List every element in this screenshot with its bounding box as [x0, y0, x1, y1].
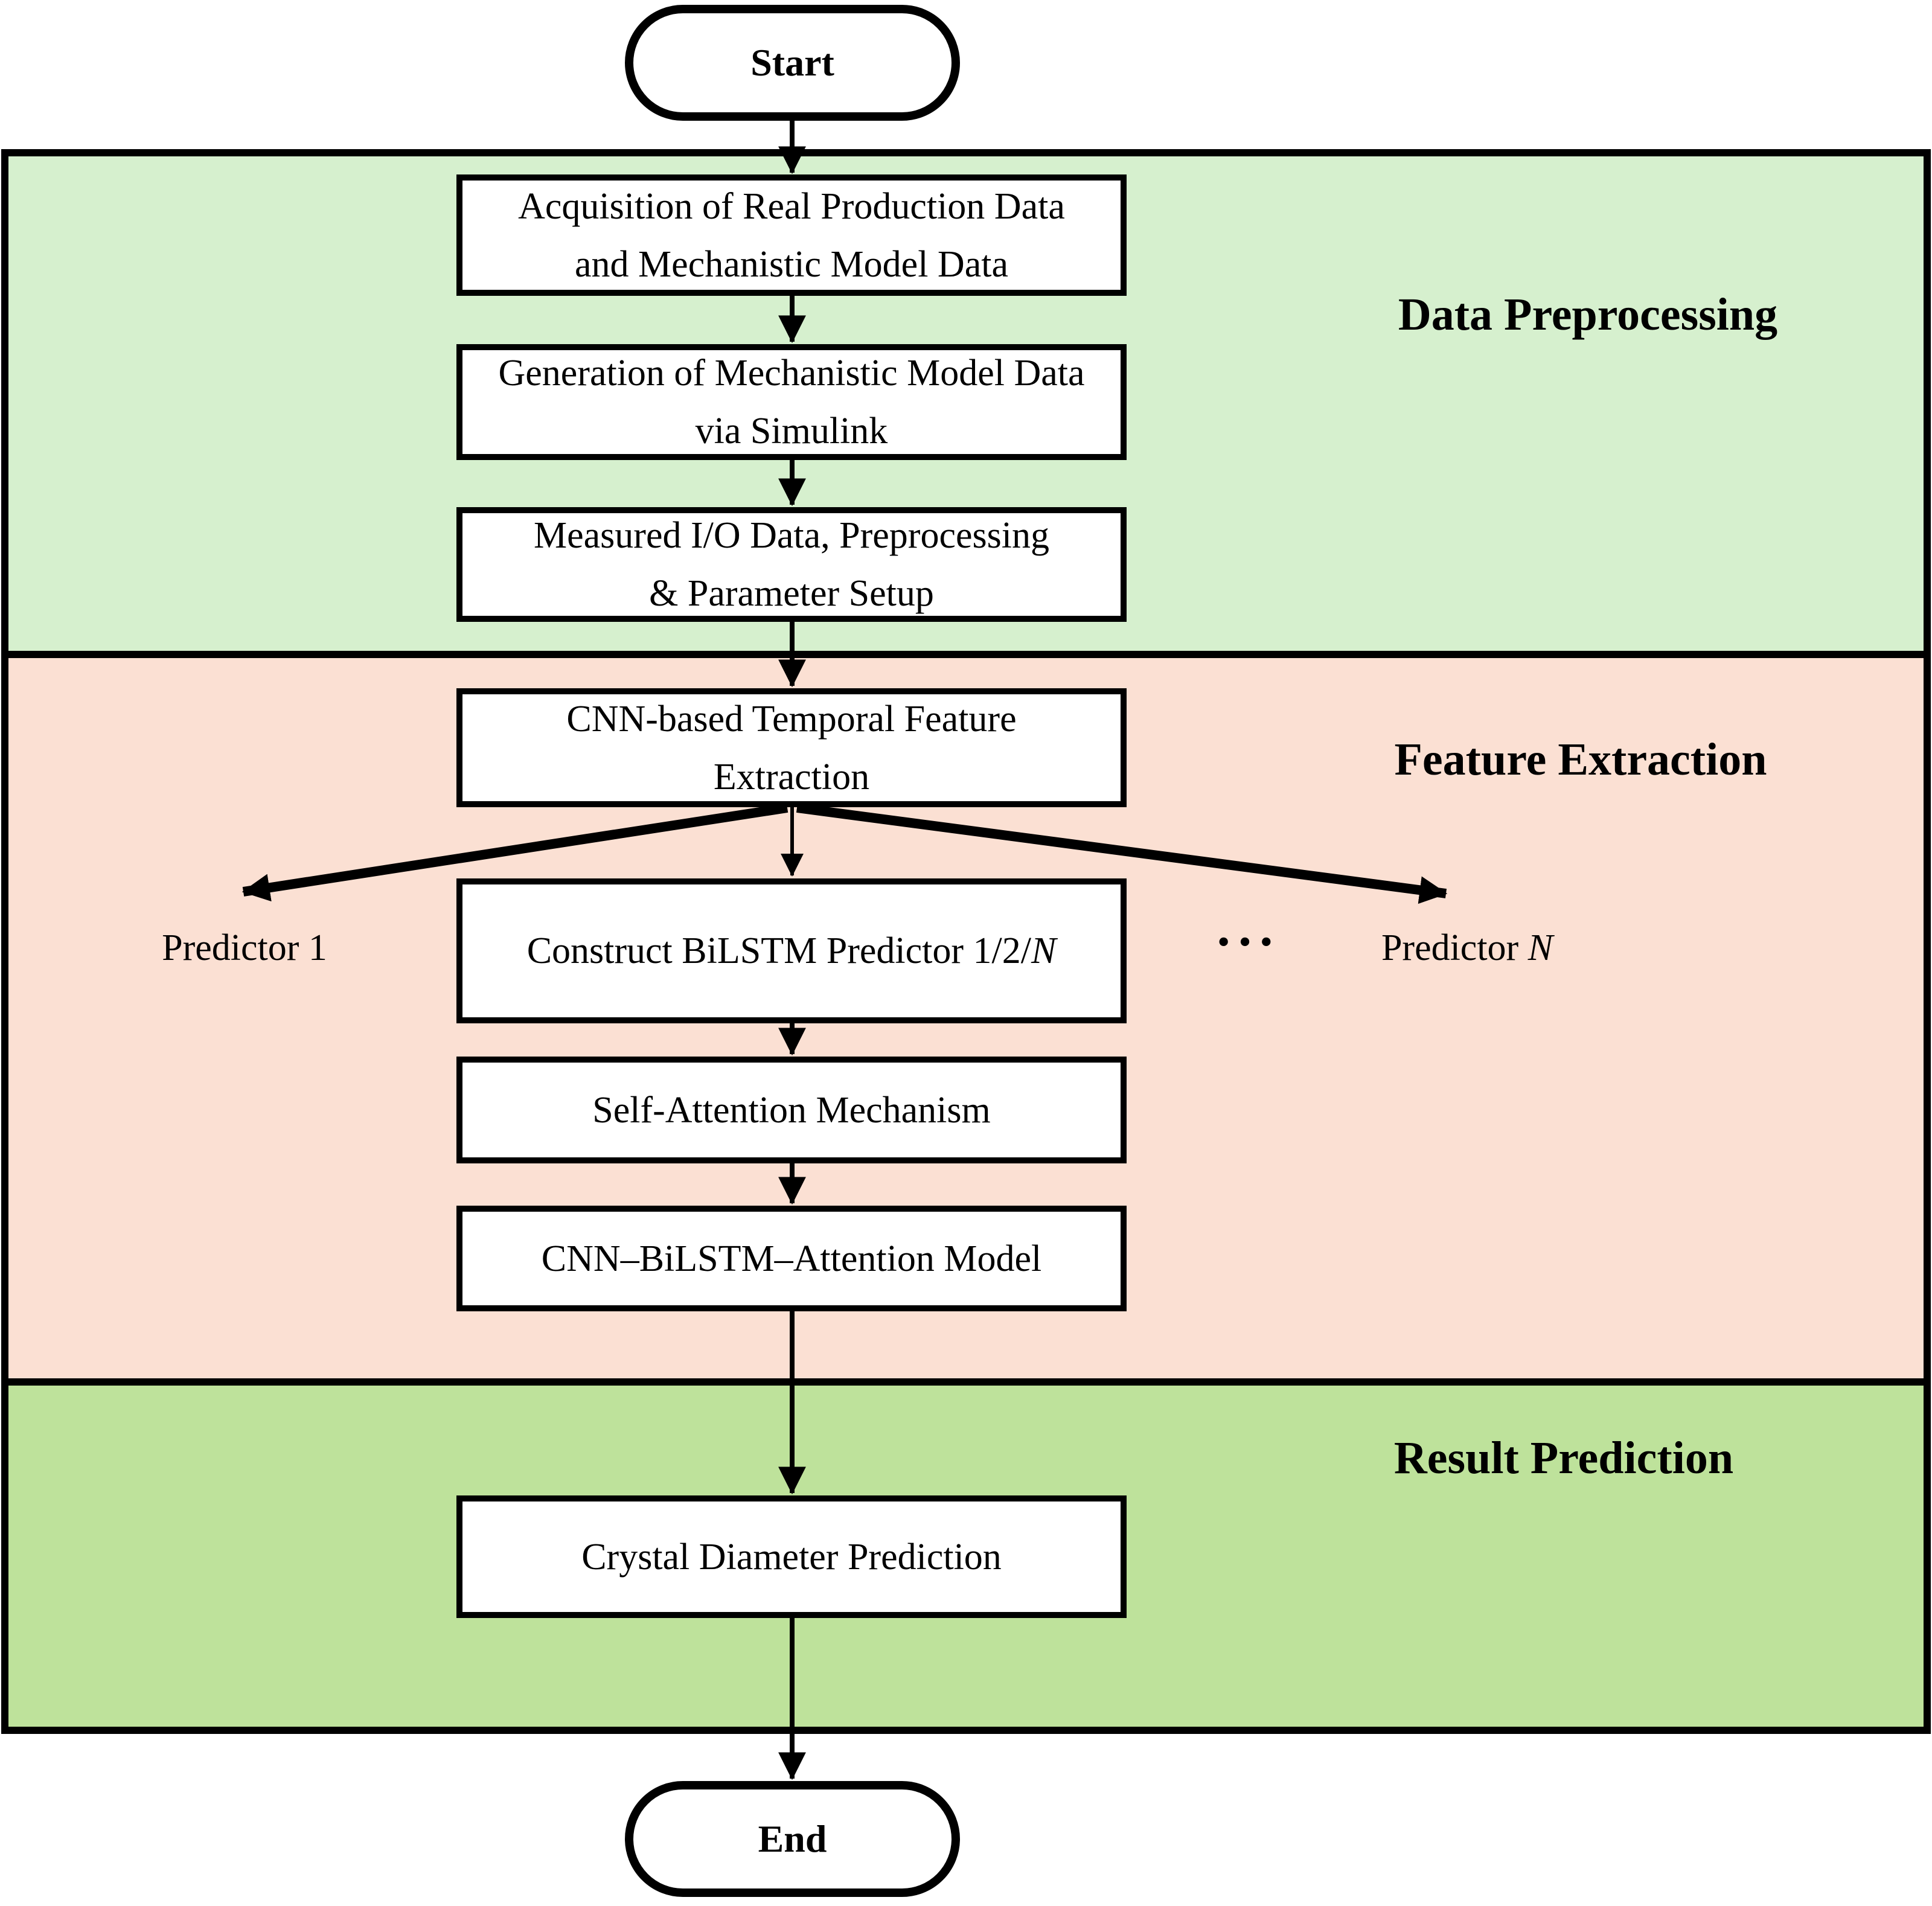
arrow-branch-right — [796, 803, 1448, 904]
box-generation-line1: Generation of Mechanistic Model Data — [498, 353, 1085, 394]
label-predictor-n: Predictor N — [1328, 927, 1606, 970]
arrow-branch-left — [242, 803, 788, 902]
label-predictor-n-text: Predictor — [1381, 927, 1528, 968]
box-self-attention: Self-Attention Mechanism — [456, 1057, 1127, 1163]
box-acquisition-line1: Acquisition of Real Production Data — [518, 185, 1065, 227]
section-header-data-preprocessing: Data Preprocessing — [1398, 289, 1778, 340]
box-generation: Generation of Mechanistic Model Data via… — [456, 344, 1127, 460]
box-bilstm-predictor-text: Construct BiLSTM Predictor 1/2/ — [526, 930, 1031, 971]
box-cnn-feature-line1: CNN-based Temporal Feature — [566, 698, 1017, 740]
label-predictor-n-n: N — [1527, 927, 1553, 968]
box-bilstm-predictor: Construct BiLSTM Predictor 1/2/N — [456, 878, 1127, 1023]
box-crystal-diameter-label: Crystal Diameter Prediction — [581, 1536, 1002, 1578]
box-generation-line2: via Simulink — [695, 411, 888, 452]
start-label: Start — [750, 41, 834, 84]
box-acquisition-line2: and Mechanistic Model Data — [575, 243, 1008, 285]
box-measured-line1: Measured I/O Data, Preprocessing — [534, 515, 1049, 556]
box-cnn-feature: CNN-based Temporal Feature Extraction — [456, 688, 1127, 807]
box-self-attention-label: Self-Attention Mechanism — [592, 1089, 991, 1131]
ellipsis-dots: ··· — [1214, 913, 1279, 971]
section-header-feature-extraction: Feature Extraction — [1394, 734, 1767, 785]
box-measured-line2: & Parameter Setup — [649, 573, 934, 614]
start-node: Start — [625, 5, 960, 121]
box-bilstm-predictor-n: N — [1031, 930, 1057, 971]
box-crystal-diameter: Crystal Diameter Prediction — [456, 1495, 1127, 1618]
box-acquisition: Acquisition of Real Production Data and … — [456, 174, 1127, 296]
label-predictor-1: Predictor 1 — [162, 927, 327, 968]
box-cnn-bilstm-attention-model: CNN–BiLSTM–Attention Model — [456, 1206, 1127, 1311]
box-measured: Measured I/O Data, Preprocessing & Param… — [456, 507, 1127, 622]
box-bilstm-predictor-label: Construct BiLSTM Predictor 1/2/N — [527, 922, 1057, 980]
box-cnn-bilstm-attention-model-label: CNN–BiLSTM–Attention Model — [541, 1238, 1042, 1279]
end-node: End — [625, 1781, 960, 1897]
end-label: End — [758, 1817, 827, 1860]
box-cnn-feature-line2: Extraction — [713, 756, 870, 798]
section-header-result-prediction: Result Prediction — [1393, 1433, 1734, 1483]
